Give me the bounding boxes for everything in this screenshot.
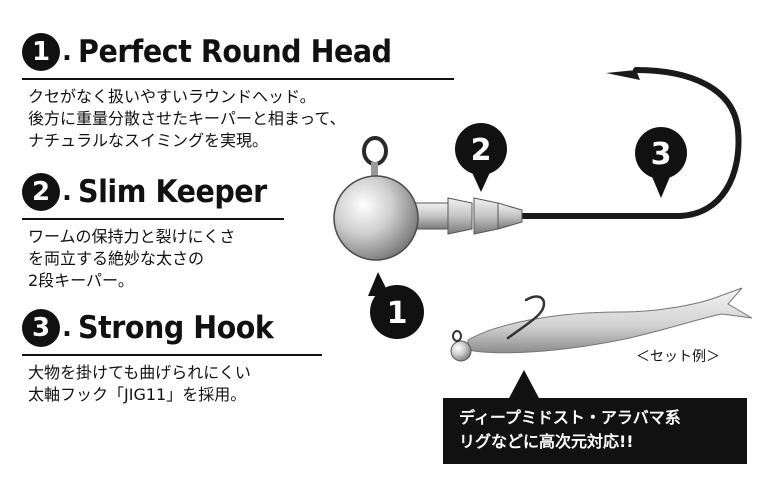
feature-description: クセがなく扱いやすいラウンドヘッド。 後方に重量分散させたキーパーと相まって、 … <box>22 86 454 152</box>
title-underline <box>22 218 284 220</box>
feature-description: ワームの保持力と裂けにくさ を両立する絶妙な太さの 2段キーパー。 <box>22 226 284 292</box>
feature-heading: 2 . Slim Keeper <box>22 170 284 214</box>
feature-number-badge: 3 <box>22 309 60 347</box>
description-line: 太軸フック「JIG11」を採用。 <box>28 385 247 404</box>
callout-pointer <box>508 370 540 400</box>
pin-number: 2 <box>471 133 492 168</box>
feature-title: Strong Hook <box>77 309 274 346</box>
callout-line: ディープミドスト・アラバマ系 <box>459 408 681 427</box>
callout-box: ディープミドスト・アラバマ系 リグなどに高次元対応!! <box>443 398 747 464</box>
description-line: ナチュラルなスイミングを実現。 <box>28 131 269 150</box>
keeper-icon <box>399 197 523 235</box>
hook-icon <box>497 67 742 219</box>
feature-number-badge: 1 <box>22 33 60 71</box>
description-line: ワームの保持力と裂けにくさ <box>28 227 236 246</box>
pin-marker-keeper: 2 <box>455 123 507 192</box>
feature-heading: 3 . Strong Hook <box>22 306 322 350</box>
title-underline <box>22 354 322 356</box>
description-line: 大物を掛けても曲げられにくい <box>28 363 251 382</box>
round-head-icon <box>333 175 419 261</box>
feature-title: Perfect Round Head <box>77 33 392 70</box>
description-line: 2段キーパー。 <box>28 271 134 290</box>
title-underline <box>22 78 454 80</box>
pin-marker-hook: 3 <box>635 127 687 198</box>
description-line: 後方に重量分散させたキーパーと相まって、 <box>28 109 346 128</box>
callout-line: リグなどに高次元対応!! <box>459 432 634 451</box>
number-dot: . <box>62 313 72 343</box>
pin-marker-head: 1 <box>368 272 424 339</box>
description-line: を両立する絶妙な太さの <box>28 249 205 268</box>
number-dot: . <box>62 177 72 207</box>
feature-perfect-round-head: 1 . Perfect Round Head クセがなく扱いやすいラウンドヘッド… <box>22 30 454 152</box>
feature-slim-keeper: 2 . Slim Keeper ワームの保持力と裂けにくさ を両立する絶妙な太さ… <box>22 170 284 292</box>
set-example-caption: ＜セット例＞ <box>636 349 720 365</box>
feature-heading: 1 . Perfect Round Head <box>22 30 454 74</box>
feature-number-badge: 2 <box>22 173 60 211</box>
feature-title: Slim Keeper <box>77 173 267 210</box>
pin-number: 1 <box>387 296 408 331</box>
feature-description: 大物を掛けても曲げられにくい 太軸フック「JIG11」を採用。 <box>22 362 322 406</box>
pin-number: 3 <box>651 137 672 172</box>
number-dot: . <box>62 37 72 67</box>
feature-strong-hook: 3 . Strong Hook 大物を掛けても曲げられにくい 太軸フック「JIG… <box>22 306 322 406</box>
description-line: クセがなく扱いやすいラウンドヘッド。 <box>28 87 316 106</box>
